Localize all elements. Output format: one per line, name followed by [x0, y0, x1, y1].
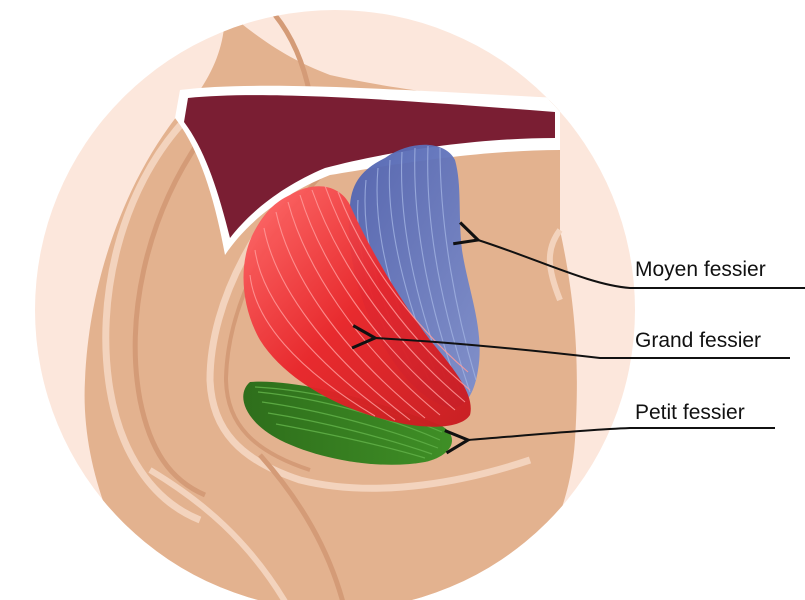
label-grand-fessier: Grand fessier: [635, 330, 761, 351]
label-petit-fessier: Petit fessier: [635, 402, 745, 423]
label-moyen-fessier: Moyen fessier: [635, 259, 766, 280]
